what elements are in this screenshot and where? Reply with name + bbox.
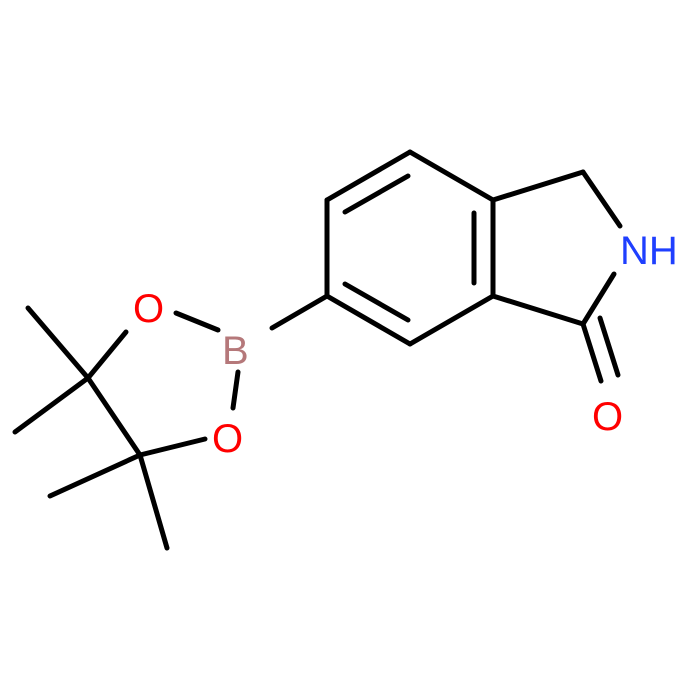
bond <box>85 329 129 381</box>
methyl-bond <box>12 375 91 435</box>
double-bond-inner <box>342 173 411 215</box>
bond <box>580 169 623 229</box>
nh-label: NH <box>620 229 678 273</box>
bond <box>490 293 586 327</box>
boronate-oxygen-bottom-label: O <box>212 417 243 461</box>
boronate-ring <box>12 305 241 551</box>
bond <box>324 149 413 203</box>
boronate-oxygen-top-label: O <box>133 287 164 331</box>
lactam-ring <box>490 169 623 384</box>
bond <box>580 271 617 327</box>
carbonyl-bond <box>597 315 621 378</box>
bond <box>173 310 221 333</box>
methyl-bond <box>47 452 143 499</box>
bond <box>230 369 241 411</box>
double-bond-inner <box>342 281 411 323</box>
methyl-bond <box>137 452 170 551</box>
bond <box>85 375 143 458</box>
bond <box>324 293 413 347</box>
methyl-bond <box>25 305 91 381</box>
bond <box>407 293 496 347</box>
boron-label: B <box>222 329 249 373</box>
benzene-ring <box>324 149 496 347</box>
carbonyl-oxygen-label: O <box>592 395 623 439</box>
bond <box>137 436 208 458</box>
bond <box>269 293 330 331</box>
bond <box>407 149 496 203</box>
carbonyl-bond <box>580 321 604 384</box>
bond <box>490 169 586 203</box>
